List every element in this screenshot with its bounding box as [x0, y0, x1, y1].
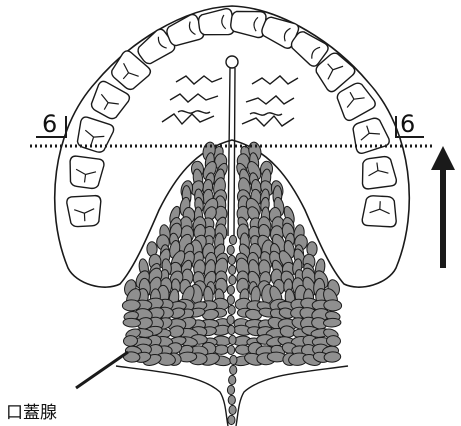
median-raphe — [228, 68, 235, 236]
gland-lobule — [228, 415, 235, 424]
tooth — [67, 155, 105, 189]
up-arrow-icon — [431, 146, 455, 268]
gland-lobule — [229, 265, 236, 274]
gland-lobule — [230, 355, 237, 364]
palatine-gland-label: 口蓋腺 — [6, 398, 57, 423]
gland-lobule — [230, 365, 237, 374]
tooth — [73, 116, 115, 155]
tooth — [67, 195, 103, 227]
incisive-papilla — [226, 56, 238, 68]
section-label-right: 6 — [400, 110, 415, 138]
palatine-glands — [122, 141, 342, 425]
gland-lobule — [228, 345, 235, 354]
tooth — [349, 116, 391, 155]
tooth — [230, 8, 267, 38]
tooth — [362, 195, 398, 227]
gland-lobule — [228, 395, 235, 404]
gland-lobule — [229, 275, 236, 284]
section-label-left: 6 — [42, 110, 57, 138]
gland-lobule — [227, 315, 234, 324]
gland-lobule — [228, 325, 235, 334]
gland-lobule — [227, 245, 234, 254]
gland-lobule — [227, 385, 234, 394]
gland-lobule — [229, 405, 236, 414]
gland-lobule — [229, 335, 236, 344]
tooth — [197, 8, 234, 38]
gland-lobule — [228, 305, 235, 314]
gland-lobule — [228, 255, 235, 264]
gland-lobule — [229, 375, 236, 384]
caption-leader-line — [76, 352, 128, 388]
gland-lobule — [227, 285, 234, 294]
teeth-group — [67, 8, 398, 227]
tooth — [359, 155, 397, 189]
gland-lobule — [123, 335, 138, 347]
section-mark-right: 6 — [396, 110, 424, 138]
gland-lobule — [326, 335, 341, 347]
section-mark-left: 6 — [36, 110, 66, 138]
gland-lobule — [229, 235, 236, 244]
gland-lobule — [227, 295, 234, 304]
